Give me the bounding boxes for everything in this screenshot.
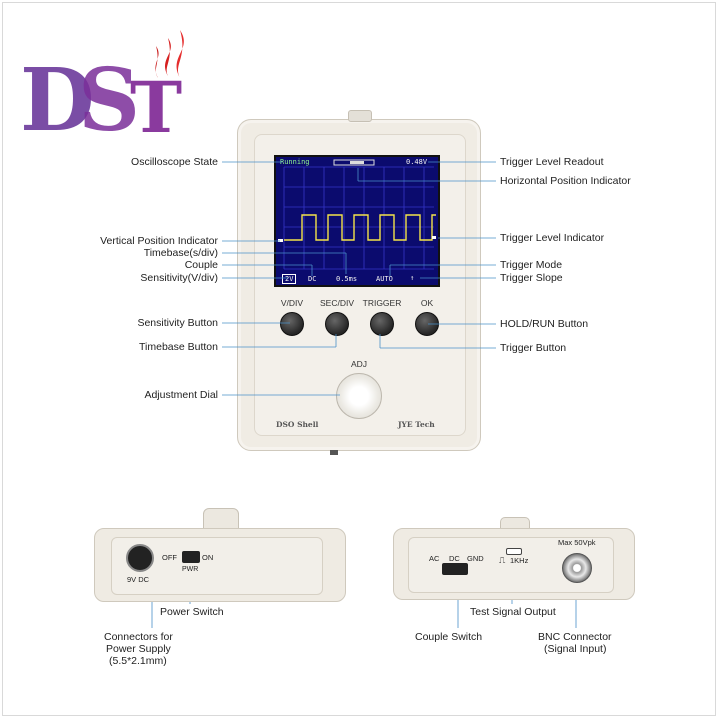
trigger-label: TRIGGER [362, 298, 402, 308]
ok-label: OK [420, 298, 434, 308]
label-trigger-level-indicator: Trigger Level Indicator [500, 232, 605, 244]
label-trigger-readout: Trigger Level Readout [500, 156, 604, 168]
waveform-grid [278, 159, 436, 270]
top-probe-tab [348, 110, 372, 122]
label-sensitivity-button: Sensitivity Button [137, 317, 218, 329]
adjustment-dial[interactable] [336, 373, 382, 419]
secdiv-button[interactable] [325, 312, 349, 336]
power-switch[interactable] [182, 551, 200, 563]
label-oscilloscope-state: Oscilloscope State [131, 156, 218, 168]
couple-switch[interactable] [442, 563, 468, 575]
dst-logo: D S T [20, 30, 184, 138]
bnc-connector[interactable] [562, 553, 592, 583]
label-trigger-mode: Trigger Mode [500, 259, 563, 271]
trigger-level-marker [432, 236, 436, 239]
dc-label: DC [449, 554, 460, 563]
dc-jack [126, 544, 154, 572]
gnd-label: GND [467, 554, 484, 563]
square-wave-trace [284, 214, 436, 241]
square-wave-icon: ⎍ [499, 555, 506, 565]
label-vertical-position: Vertical Position Indicator [100, 235, 218, 247]
freq-label: 1KHz [510, 556, 529, 565]
label-timebase-button: Timebase Button [139, 341, 218, 353]
brand-left: DSO Shell [276, 420, 319, 429]
label-trigger-slope: Trigger Slope [500, 272, 563, 284]
label-connectors-3: (5.5*2.1mm) [109, 655, 167, 667]
vdiv-button[interactable] [280, 312, 304, 336]
screen-timebase: 0.5ms [336, 275, 358, 283]
adj-label: ADJ [350, 359, 368, 369]
on-label: ON [202, 553, 214, 562]
screen-trigger-level: 0.48V [406, 158, 428, 166]
label-trigger-button: Trigger Button [500, 342, 567, 354]
brand-right: JYE Tech [398, 420, 435, 429]
horizontal-position-bar [333, 159, 375, 166]
vertical-position-marker [278, 239, 283, 242]
label-power-switch: Power Switch [160, 606, 224, 618]
svg-text:T: T [130, 66, 182, 138]
screen-sensitivity: 2V [282, 274, 297, 284]
dc-jack-label: 9V DC [127, 575, 150, 584]
screen-state: Running [280, 158, 310, 166]
label-connectors-2: Power Supply [106, 643, 171, 655]
label-couple: Couple [184, 259, 218, 271]
ac-label: AC [429, 554, 440, 563]
secdiv-label: SEC/DIV [319, 298, 354, 308]
label-test-signal: Test Signal Output [470, 606, 556, 618]
maxv-label: Max 50Vpk [558, 538, 596, 547]
vdiv-label: V/DIV [280, 298, 304, 308]
label-bnc-2: (Signal Input) [544, 643, 607, 655]
bottom-connector [330, 450, 338, 455]
label-bnc-1: BNC Connector [538, 631, 612, 643]
label-hold-run-button: HOLD/RUN Button [500, 318, 589, 330]
label-connectors-1: Connectors for [104, 631, 173, 643]
label-horizontal-position: Horizontal Position Indicator [500, 175, 631, 187]
svg-text:S: S [78, 50, 140, 138]
test-signal-pin [506, 548, 522, 555]
screen-couple: DC [308, 275, 317, 283]
screen-trigger-slope: ↑ [410, 274, 415, 282]
label-couple-switch: Couple Switch [415, 631, 483, 643]
label-timebase: Timebase(s/div) [143, 247, 218, 259]
label-adjustment-dial: Adjustment Dial [144, 389, 218, 401]
pwr-label: PWR [182, 566, 199, 573]
off-label: OFF [162, 553, 177, 562]
screen-trigger-mode: AUTO [376, 275, 393, 283]
trigger-button[interactable] [370, 312, 394, 336]
svg-text:D: D [20, 50, 95, 138]
label-sensitivity: Sensitivity(V/div) [140, 272, 218, 284]
